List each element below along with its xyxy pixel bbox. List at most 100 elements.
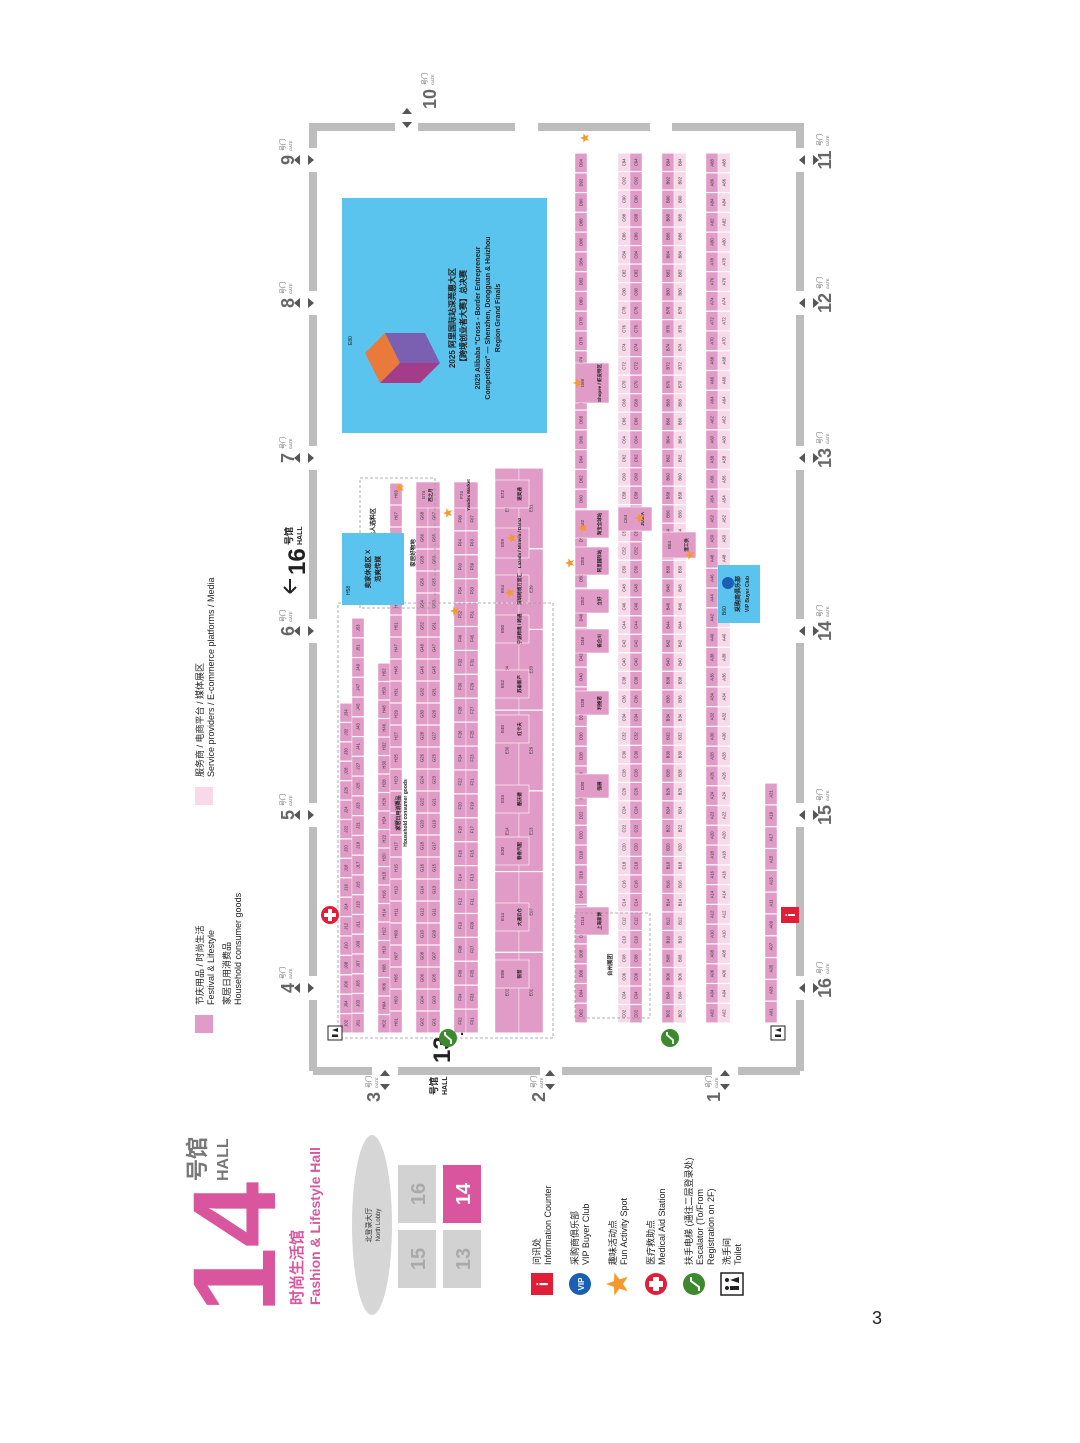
booth-A15[interactable]: A15 [764, 848, 778, 871]
booth-C74[interactable]: C74 [617, 338, 631, 357]
booth-C34[interactable]: C34 [629, 708, 643, 727]
booth-A32[interactable]: A32 [705, 706, 719, 727]
booth-C06[interactable]: C06 [617, 967, 631, 986]
booth-F20[interactable]: F20 [453, 794, 467, 818]
booth-G05[interactable]: G05 [427, 967, 441, 989]
booth-C62[interactable]: C62 [629, 449, 643, 468]
booth-J03[interactable]: J03 [351, 993, 365, 1014]
booth-J09[interactable]: J09 [351, 934, 365, 954]
booth-B62[interactable]: B62 [661, 449, 675, 468]
booth-A19[interactable]: A19 [764, 805, 778, 827]
booth-F31[interactable]: F31 [465, 650, 479, 675]
booth-B58[interactable]: B58 [673, 486, 687, 505]
booth-J15[interactable]: J15 [351, 875, 365, 895]
booth-A76[interactable]: A76 [705, 271, 719, 292]
booth-H45[interactable]: H45 [389, 659, 403, 681]
booth-B24[interactable]: B24 [661, 801, 675, 820]
booth-F10[interactable]: F10 [453, 913, 467, 938]
booth-D18[interactable]: D18 [574, 845, 588, 865]
booth-B72[interactable]: B72 [661, 356, 675, 375]
booth-F22[interactable]: F22 [453, 770, 467, 794]
booth-C44[interactable]: C44 [629, 615, 643, 635]
booth-B22[interactable]: B22 [673, 819, 687, 838]
booth-G04[interactable]: G04 [415, 989, 429, 1011]
booth-A09[interactable]: A09 [764, 914, 778, 936]
booth-D06[interactable]: D06 [574, 963, 588, 984]
booth-A13[interactable]: A13 [764, 870, 778, 892]
booth-C68[interactable]: C68 [617, 393, 631, 412]
booth-F25[interactable]: F25 [465, 722, 479, 746]
booth-A28[interactable]: A28 [717, 746, 731, 766]
booth-B72[interactable]: B72 [673, 356, 687, 375]
booth-F68[interactable]: F68 [453, 507, 467, 531]
booth-C02[interactable]: C02 [617, 1004, 631, 1023]
booth-J22[interactable]: J22 [339, 819, 353, 839]
booth-D04[interactable]: D04 [574, 983, 588, 1004]
booth-B32[interactable]: B32 [673, 727, 687, 746]
booth-H22[interactable]: H22 [377, 829, 391, 848]
booth-J20[interactable]: J20 [339, 839, 353, 859]
booth-H24[interactable]: H24 [377, 811, 391, 830]
booth-C22[interactable]: C22 [629, 819, 643, 838]
booth-F51[interactable]: F51 [465, 602, 479, 627]
booth-A26[interactable]: A26 [717, 766, 731, 786]
booth-A22[interactable]: A22 [705, 805, 719, 826]
booth-C90[interactable]: C90 [629, 190, 643, 209]
booth-F60[interactable]: F60 [453, 554, 467, 579]
booth-B22[interactable]: B22 [661, 819, 675, 838]
booth-H11[interactable]: H11 [389, 901, 403, 923]
booth-F46[interactable]: F46 [453, 626, 467, 651]
booth-B50[interactable]: B50 [673, 560, 687, 579]
booth-G26[interactable]: G26 [415, 747, 429, 769]
booth-F09[interactable]: F09 [465, 913, 479, 938]
booth-B40[interactable]: B40 [673, 652, 687, 672]
booth-A60[interactable]: A60 [705, 430, 719, 450]
booth-B74[interactable]: B74 [673, 338, 687, 357]
booth-G48[interactable]: G48 [415, 637, 429, 659]
booth-G68[interactable]: G68 [415, 505, 429, 527]
booth-G29[interactable]: G29 [427, 703, 441, 725]
booth-G30[interactable]: G30 [415, 703, 429, 725]
booth-B64[interactable]: B64 [661, 430, 675, 449]
booth-E07[interactable]: E07 [518, 871, 544, 953]
booth-A06[interactable]: A06 [717, 963, 731, 984]
booth-F52[interactable]: F52 [453, 602, 467, 627]
booth-A07[interactable]: A07 [764, 935, 778, 958]
booth-B82[interactable]: B82 [661, 264, 675, 283]
booth-H32[interactable]: H32 [377, 737, 391, 756]
booth-A20[interactable]: A20 [717, 825, 731, 845]
booth-D62[interactable]: D62 [574, 469, 588, 489]
booth-H47[interactable]: H47 [389, 637, 403, 659]
booth-F45[interactable]: F45 [465, 626, 479, 651]
booth-A48[interactable]: A48 [705, 548, 719, 569]
booth-J14[interactable]: J14 [339, 897, 353, 917]
booth-G10[interactable]: G10 [415, 923, 429, 945]
booth-G12[interactable]: G12 [415, 901, 429, 923]
booth-A58[interactable]: A58 [705, 449, 719, 470]
booth-A16[interactable]: A16 [717, 865, 731, 885]
booth-A01[interactable]: A01 [764, 1001, 778, 1023]
booth-H27[interactable]: H27 [389, 725, 403, 747]
booth-C86[interactable]: C86 [629, 227, 643, 246]
booth-D84[interactable]: D84 [574, 252, 588, 272]
booth-B48[interactable]: B48 [661, 578, 675, 598]
booth-C82[interactable]: C82 [617, 264, 631, 283]
booth-A12[interactable]: A12 [705, 904, 719, 924]
booth-G67[interactable]: G67 [427, 505, 441, 527]
booth-C72[interactable]: C72 [617, 356, 631, 375]
booth-B76[interactable]: B76 [661, 319, 675, 338]
booth-C74[interactable]: C74 [629, 338, 643, 357]
booth-G18[interactable]: G18 [415, 835, 429, 857]
booth-A66[interactable]: A66 [705, 370, 719, 391]
booth-A26[interactable]: A26 [705, 766, 719, 786]
booth-D68[interactable]: D68 [574, 410, 588, 430]
booth-B44[interactable]: B44 [661, 615, 675, 635]
booth-A34[interactable]: A34 [705, 687, 719, 707]
booth-B56[interactable]: B56 [661, 504, 675, 524]
booth-A11[interactable]: A11 [764, 892, 778, 914]
booth-B16[interactable]: B16 [673, 875, 687, 894]
booth-J19[interactable]: J19 [351, 835, 365, 855]
booth-H23[interactable]: H23 [389, 769, 403, 791]
